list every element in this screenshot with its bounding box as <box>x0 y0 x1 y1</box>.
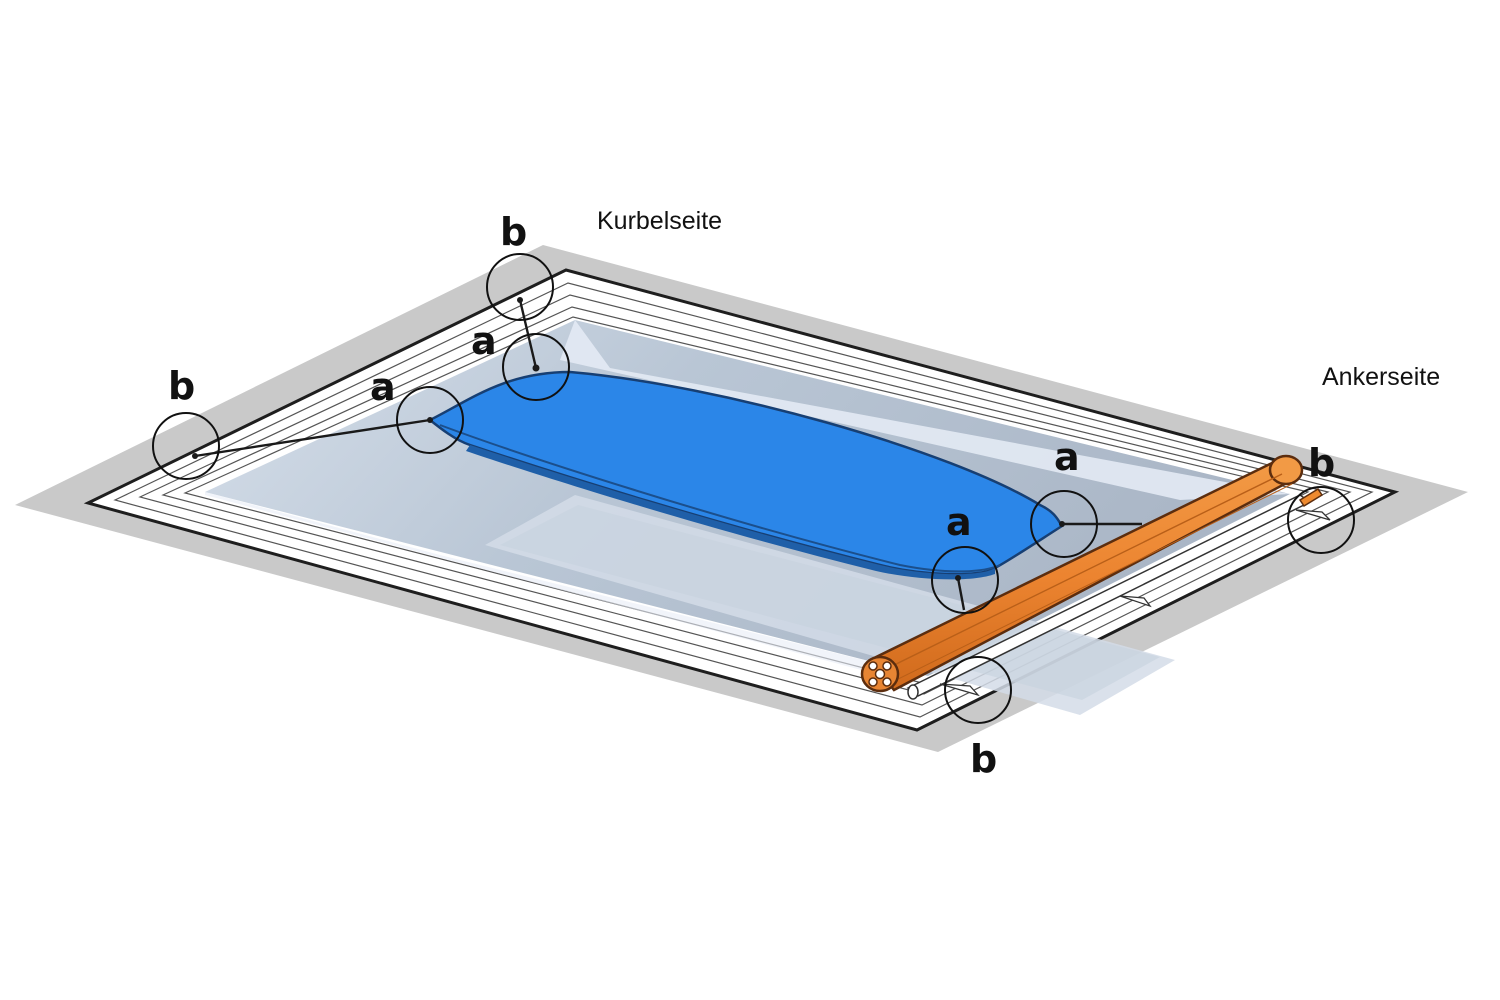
detail-circles-a <box>396 333 1098 614</box>
detail-circle <box>486 253 554 321</box>
marker-b-right: b <box>1308 441 1335 485</box>
marker-b-left: b <box>168 364 195 408</box>
pool-far-wall <box>560 320 1290 500</box>
marker-a-center: a <box>946 500 972 544</box>
detail-circle <box>931 546 999 614</box>
detail-circle <box>1287 486 1355 554</box>
detail-circle <box>944 656 1012 724</box>
detail-circle <box>152 412 220 480</box>
detail-circle <box>502 333 570 401</box>
marker-b-top: b <box>500 210 527 254</box>
anchor-points <box>192 297 1065 581</box>
detail-circle <box>396 386 464 454</box>
marker-b-bottom: b <box>970 737 997 781</box>
marker-a-top: a <box>471 319 497 363</box>
water-cushion-seam <box>439 424 1001 573</box>
marker-a-right: a <box>1054 435 1080 479</box>
rod-brackets <box>939 509 1331 697</box>
frame-step-lines <box>113 282 1374 718</box>
cover-roller <box>860 454 1324 693</box>
detail-circles-b <box>152 253 1355 724</box>
water-cushion <box>427 370 1064 576</box>
anchor-side-label: Ankerseite <box>1322 363 1440 391</box>
marker-a-left: a <box>370 365 396 409</box>
crank-side-label: Kurbelseite <box>597 207 722 235</box>
detail-circle <box>1030 490 1098 558</box>
